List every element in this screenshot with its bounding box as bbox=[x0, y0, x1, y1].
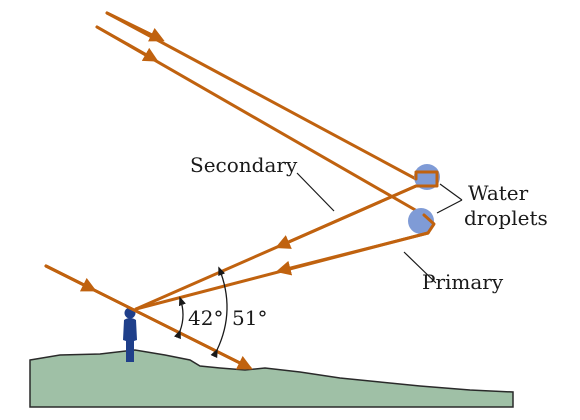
droplets-leader-upper bbox=[439, 183, 463, 201]
angle-arc-42 bbox=[174, 296, 186, 340]
secondary-label: Secondary bbox=[190, 153, 298, 177]
angle-51-label: 51° bbox=[232, 306, 267, 330]
primary-label: Primary bbox=[422, 270, 504, 294]
water-droplets-label-line1: Water bbox=[468, 181, 529, 205]
droplet-lower bbox=[408, 208, 434, 234]
primary-leader bbox=[403, 251, 437, 284]
outgoing-rays bbox=[134, 184, 430, 311]
ground bbox=[29, 349, 514, 408]
droplets-leader-lower bbox=[436, 199, 463, 214]
secondary-internal-path bbox=[414, 170, 439, 188]
primary-internal-path bbox=[422, 213, 436, 235]
angle-42-label: 42° bbox=[188, 306, 223, 330]
water-droplets-label-line2: droplets bbox=[464, 206, 548, 230]
secondary-leader bbox=[296, 172, 335, 212]
incoming-rays bbox=[95, 11, 426, 217]
angle-arc-51 bbox=[210, 266, 228, 359]
